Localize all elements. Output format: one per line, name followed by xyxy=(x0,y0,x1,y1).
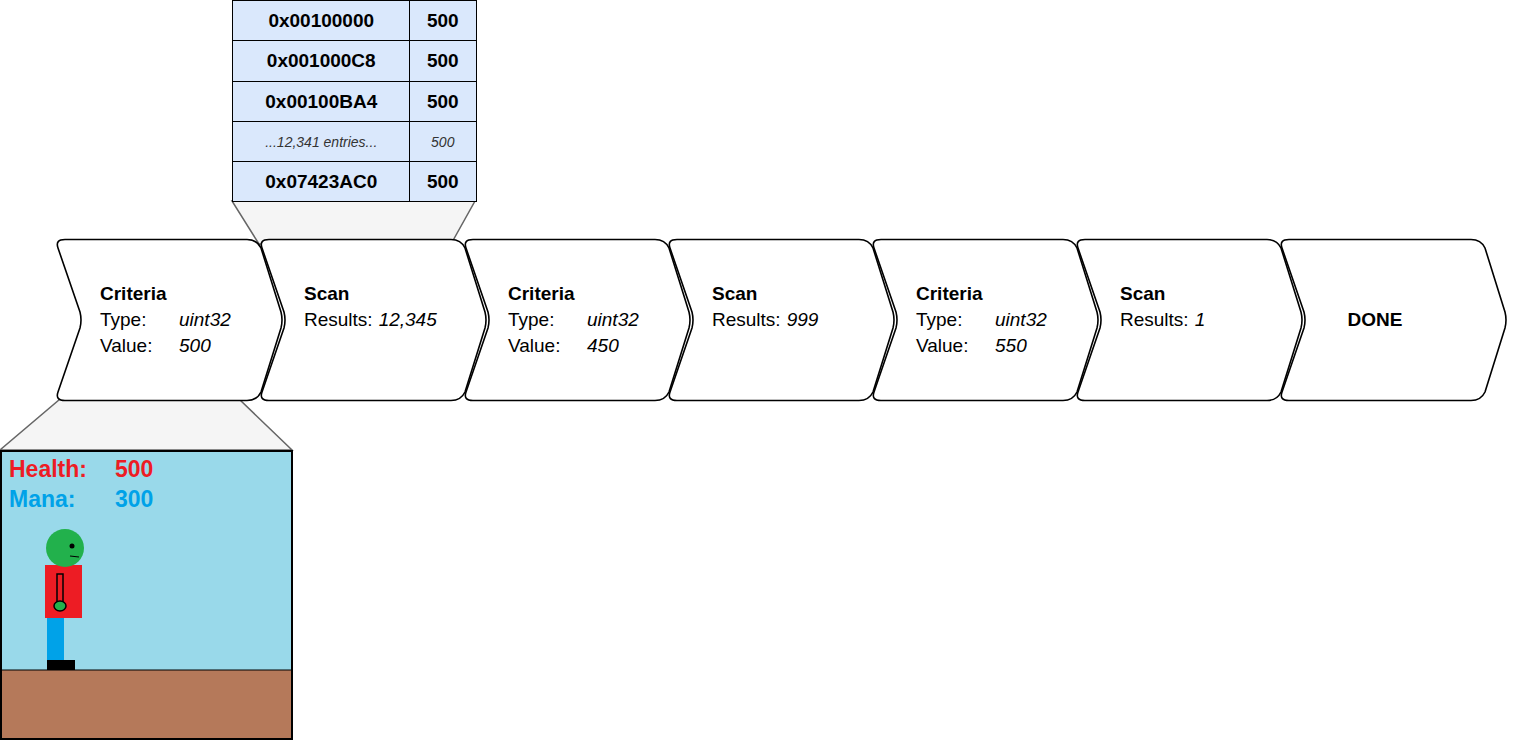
character-legs xyxy=(47,617,64,661)
field-value: 500 xyxy=(179,333,211,359)
chevron-path xyxy=(669,240,894,401)
field-value: 550 xyxy=(995,333,1027,359)
field-name: Value: xyxy=(100,333,179,359)
chevron-step: ScanResults:999 xyxy=(663,238,897,402)
table-cell: 0x07423AC0 xyxy=(232,161,411,202)
step-title: Scan xyxy=(1120,281,1205,307)
step-title: DONE xyxy=(1275,307,1475,333)
table-cell: 500 xyxy=(409,40,477,82)
field-value: uint32 xyxy=(587,307,639,333)
field-name: Results: xyxy=(1120,307,1189,333)
table-cell: 0x00100BA4 xyxy=(232,81,411,122)
step-text: ScanResults:12,345 xyxy=(304,281,437,333)
memory-address: 0x001000C8 xyxy=(267,50,376,72)
memory-value: 500 xyxy=(427,91,459,113)
field-row: Value:550 xyxy=(916,333,1047,359)
chevron-step: ScanResults:12,345 xyxy=(255,238,489,402)
memory-address: 0x00100BA4 xyxy=(265,91,377,113)
memory-value: 500 xyxy=(427,50,459,72)
memory-address: ...12,341 entries... xyxy=(265,134,377,150)
field-value: 999 xyxy=(787,307,819,333)
character-mouth xyxy=(70,556,79,557)
hud-value: 500 xyxy=(115,455,153,483)
hud-value: 300 xyxy=(115,485,153,513)
table-cell: 500 xyxy=(409,121,477,162)
table-cell: 500 xyxy=(409,81,477,122)
ground-line xyxy=(1,670,292,671)
field-name: Type: xyxy=(508,307,587,333)
step-title: Criteria xyxy=(916,281,1047,307)
table-cell: ...12,341 entries... xyxy=(232,121,411,162)
table-cell: 500 xyxy=(409,0,477,41)
step-title: Criteria xyxy=(508,281,639,307)
chevron-path xyxy=(873,240,1098,401)
field-value: uint32 xyxy=(995,307,1047,333)
field-value: 450 xyxy=(587,333,619,359)
chevron-path xyxy=(261,240,486,401)
step-text: CriteriaType:uint32Value:500 xyxy=(100,281,231,359)
memory-value: 500 xyxy=(427,10,459,32)
character-head xyxy=(46,529,84,567)
memory-value: 500 xyxy=(431,134,454,150)
field-row: Value:450 xyxy=(508,333,639,359)
chevron-outline xyxy=(867,238,1101,402)
step-text: ScanResults:999 xyxy=(712,281,818,333)
table-cell: 500 xyxy=(409,161,477,202)
chevron-path xyxy=(465,240,690,401)
field-name: Type: xyxy=(916,307,995,333)
field-name: Type: xyxy=(100,307,179,333)
step-title: Criteria xyxy=(100,281,231,307)
character-foot xyxy=(47,660,75,670)
field-name: Results: xyxy=(304,307,373,333)
chevron-outline xyxy=(459,238,693,402)
table-callout xyxy=(232,201,475,244)
step-title: Scan xyxy=(712,281,818,307)
character-body xyxy=(45,565,82,618)
table-cell: 0x001000C8 xyxy=(232,40,411,82)
memory-value: 500 xyxy=(427,171,459,193)
chevron-outline xyxy=(51,238,285,402)
field-row: Results:12,345 xyxy=(304,307,437,333)
step-text: ScanResults:1 xyxy=(1120,281,1205,333)
field-value: uint32 xyxy=(179,307,231,333)
table-cell: 0x00100000 xyxy=(232,0,411,41)
field-row: Results:1 xyxy=(1120,307,1205,333)
hud-label: Health: xyxy=(9,455,87,483)
step-text: CriteriaType:uint32Value:450 xyxy=(508,281,639,359)
screen-border xyxy=(1,451,292,739)
field-row: Results:999 xyxy=(712,307,818,333)
game-screen xyxy=(1,451,292,740)
memory-address: 0x07423AC0 xyxy=(265,171,377,193)
thermometer-bulb xyxy=(54,601,66,611)
chevron-step: DONE xyxy=(1275,238,1509,402)
character-eye xyxy=(70,544,75,549)
memory-address: 0x00100000 xyxy=(268,10,374,32)
screen-callout xyxy=(0,394,292,450)
step-text: CriteriaType:uint32Value:550 xyxy=(916,281,1047,359)
step-text: DONE xyxy=(1275,307,1475,333)
field-value: 12,345 xyxy=(379,307,437,333)
field-name: Value: xyxy=(508,333,587,359)
chevron-step: CriteriaType:uint32Value:550 xyxy=(867,238,1101,402)
field-row: Type:uint32 xyxy=(916,307,1047,333)
chevron-path xyxy=(57,240,282,401)
chevron-step: CriteriaType:uint32Value:500 xyxy=(51,238,285,402)
thermometer xyxy=(57,574,63,604)
chevron-step: CriteriaType:uint32Value:450 xyxy=(459,238,693,402)
step-title: Scan xyxy=(304,281,437,307)
field-row: Value:500 xyxy=(100,333,231,359)
chevron-step: ScanResults:1 xyxy=(1071,238,1305,402)
field-name: Results: xyxy=(712,307,781,333)
chevron-path xyxy=(1077,240,1302,401)
field-row: Type:uint32 xyxy=(508,307,639,333)
field-row: Type:uint32 xyxy=(100,307,231,333)
field-name: Value: xyxy=(916,333,995,359)
sky xyxy=(1,451,292,740)
field-value: 1 xyxy=(1195,307,1206,333)
hud-label: Mana: xyxy=(9,485,75,513)
ground xyxy=(1,670,292,740)
